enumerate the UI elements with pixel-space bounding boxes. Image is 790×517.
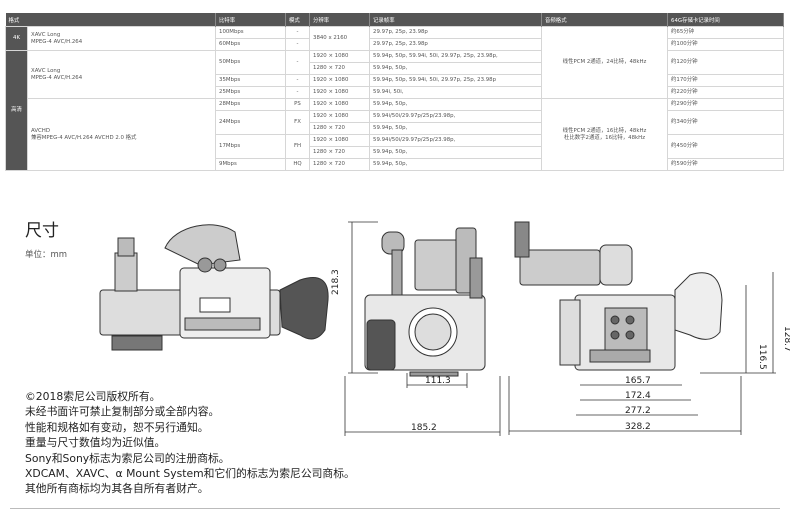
table-row: 1280 × 720 59.94p, 50p, [6,62,784,75]
note-line: ©2018索尼公司版权所有。 [25,390,161,403]
note-line: XDCAM、XAVC、α Mount System和它们的标志为索尼公司商标。 [25,467,355,481]
legal-notes: ©2018索尼公司版权所有。 未经书面许可禁止复制部分或全部内容。 性能和规格如… [25,389,355,497]
table-row: 9Mbps HQ 1280 × 720 59.94p, 50p, 约590分钟 [6,158,785,171]
cell-audio: 线性PCM 2通道，16比特，48kHz 杜比数字2通道，16比特，48kHz [541,98,669,171]
table-header: 格式 比特率 模式 分辨率 记录帧率 音频格式 64G存储卡记录时间 [5,13,785,27]
header-resolution: 分辨率 [309,13,371,27]
dim-label-h-side-1: 116.5 [757,344,767,370]
camera-front-view [364,227,486,377]
table-row: 1280 × 720 59.94p, 50p, [6,146,784,159]
table-row: AVCHD 兼容MPEG-4 AVC/H.264 AVCHD 2.0 格式 28… [6,98,785,171]
note-line: 其他所有商标均为其各自所有者财产。 [25,482,209,496]
note-line: 性能和规格如有变动，恕不另行通知。 [25,420,209,434]
table-row: 17Mbps FH 1920 × 1080 59.94i/50i/29.97p/… [6,134,785,159]
table-row: 高清 XAVC Long MPEG-4 AVC/H.264 50Mbps - 1… [5,50,785,171]
header-time: 64G存储卡记录时间 [667,13,785,27]
bottom-divider [10,508,780,509]
note-line: Sony和Sony标志为索尼公司的注册商标。 [25,451,230,465]
camera-side-view [514,221,723,371]
dim-label-w-side-3: 277.2 [625,406,651,416]
section-title: 尺寸 [25,221,59,241]
header-bitrate: 比特率 [215,13,287,27]
table-row: 4K XAVC Long MPEG-4 AVC/H.264 100Mbps - … [5,26,785,99]
dim-label-w-side-2: 172.4 [625,391,651,401]
cell-time: 约450分钟 [667,134,785,159]
camera-top-view [99,224,329,351]
note-line: 重量与尺寸数值均为近似值。 [25,436,166,450]
header-mode: 模式 [285,13,311,27]
unit-label: 单位：mm [25,250,68,260]
specs-table: 格式 比特率 模式 分辨率 记录帧率 音频格式 64G存储卡记录时间 4K XA… [5,13,785,171]
cell-audio: 线性PCM 2通道，24比特，48kHz [541,26,669,99]
header-framerate: 记录帧率 [369,13,543,27]
cell-bitrate: 50Mbps [215,50,287,75]
cell-format: AVCHD 兼容MPEG-4 AVC/H.264 AVCHD 2.0 格式 [26,98,217,171]
cell-format: XAVC Long MPEG-4 AVC/H.264 [26,26,217,51]
table-row: 24Mbps FX 1920 × 1080 59.94i/50i/29.97p/… [6,110,785,135]
dim-label-w-side-1: 165.7 [625,376,651,386]
header-format: 格式 [5,13,217,27]
note-line: 未经书面许可禁止复制部分或全部内容。 [25,405,220,419]
header-audio: 音频格式 [541,13,669,27]
dim-label-height: 218.3 [331,269,341,295]
cell-framerate: 59.94p, 50p, [369,158,543,171]
cell-format: XAVC Long MPEG-4 AVC/H.264 [26,50,217,99]
dim-label-w-side-4: 328.2 [625,422,651,432]
dim-label-w-front-large: 185.2 [411,423,437,433]
table-row: 60Mbps - 29.97p, 25p, 23.98p 约100分钟 [6,38,785,51]
cell-time: 约590分钟 [667,158,785,171]
dim-label-h-side-2: 128.7 [782,326,790,352]
dim-label-w-front-small: 111.3 [425,376,451,386]
